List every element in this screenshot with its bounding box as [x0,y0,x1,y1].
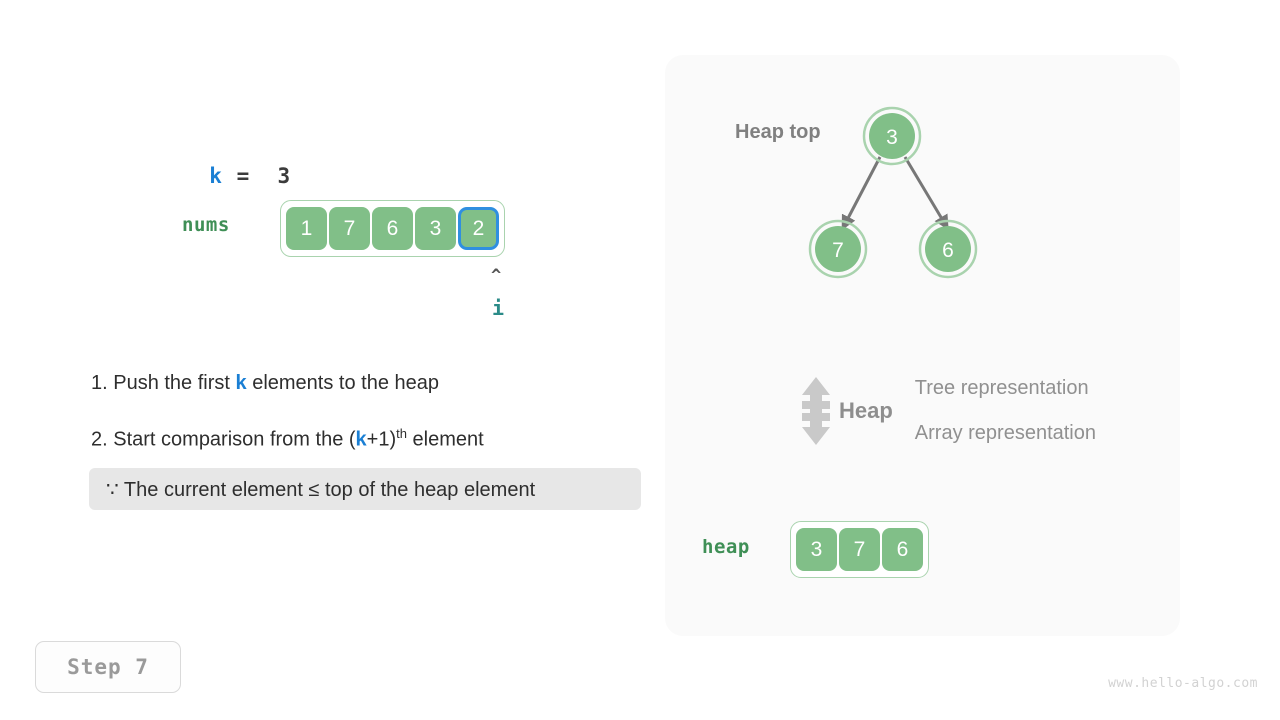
tree-node-left-value: 7 [832,239,844,262]
heap-array: 3 7 6 [790,521,929,578]
heap-cell-0[interactable]: 3 [796,528,837,571]
reason-text: ∵ The current element ≤ top of the heap … [106,478,536,501]
nums-cell-3[interactable]: 3 [415,207,456,250]
step-2-k: k [355,428,367,451]
tree-node-right-value: 6 [942,239,954,262]
nums-cell-2[interactable]: 6 [372,207,413,250]
k-variable-value: = 3 [222,164,292,188]
tree-node-root-value: 3 [886,126,898,149]
step-2-superscript: th [396,426,407,441]
step-2-suffix: element [406,428,484,451]
heap-top-label: Heap top [735,121,821,143]
legend-heap-word: Heap [839,398,893,423]
legend-text-group: Tree representation Array representation [915,366,1096,456]
nums-cell-1[interactable]: 7 [329,207,370,250]
tree-edge-right [903,156,949,231]
step-1-prefix: 1. Push the first [91,372,236,394]
pointer-i-label: i [492,296,505,320]
double-arrow-icon [802,377,830,445]
step-1-k: k [235,372,247,394]
step-badge-label: Step 7 [67,655,149,679]
nums-cell-4-highlighted[interactable]: 2 [458,207,499,250]
nums-cell-0[interactable]: 1 [286,207,327,250]
nums-label: nums [182,214,230,236]
tree-node-right[interactable]: 6 [918,219,978,279]
instruction-step-2: 2. Start comparison from the (k+1)th ele… [91,426,484,452]
pointer-caret-icon: ^ [491,266,502,286]
heap-cell-2[interactable]: 6 [882,528,923,571]
step-2-mid: +1) [366,428,397,451]
step-2-prefix: 2. Start comparison from the ( [91,428,356,451]
heap-representation-legend: Heap Tree representation Array represent… [797,366,1096,456]
heap-tree-diagram: 3 7 6 [808,106,978,279]
legend-array-representation: Array representation [914,422,1096,444]
tree-node-left[interactable]: 7 [808,219,868,279]
step-badge[interactable]: Step 7 [35,641,181,693]
heap-cell-1[interactable]: 7 [839,528,880,571]
instruction-step-1: 1. Push the first k elements to the heap [91,372,439,395]
k-variable-name: k [209,164,223,188]
legend-tree-representation: Tree representation [914,377,1089,399]
tree-edge-left [841,156,882,231]
k-variable-line: k = 3 [182,140,291,188]
watermark: www.hello-algo.com [1108,676,1258,691]
tree-node-root[interactable]: 3 [862,106,922,166]
step-1-suffix: elements to the heap [246,372,439,394]
nums-array: 1 7 6 3 2 [280,200,505,257]
reason-callout: ∵ The current element ≤ top of the heap … [89,468,641,510]
heap-array-label: heap [702,536,750,558]
